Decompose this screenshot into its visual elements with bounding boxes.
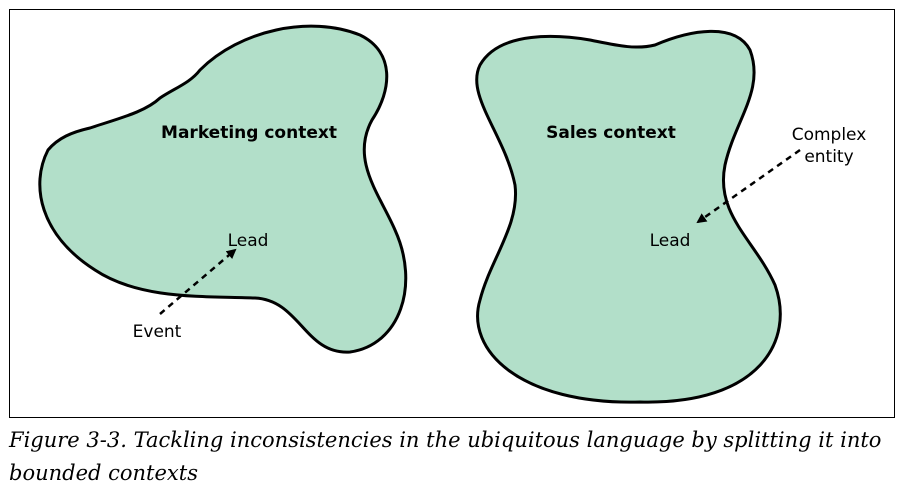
complex-entity-label-line2: entity <box>804 147 853 167</box>
complex-entity-to-lead-arrow <box>696 148 801 224</box>
sales-lead-label: Lead <box>650 231 691 251</box>
event-label: Event <box>133 322 182 342</box>
figure-caption: Figure 3-3. Tackling inconsistencies in … <box>9 428 882 485</box>
bounded-contexts-diagram: Marketing context Lead Event Sales conte… <box>9 9 895 418</box>
sales-context-blob <box>475 29 782 404</box>
complex-entity-label-line1: Complex <box>792 125 867 145</box>
sales-context-title: Sales context <box>546 123 676 143</box>
event-to-lead-arrow <box>159 248 237 315</box>
marketing-context-title: Marketing context <box>161 123 337 143</box>
marketing-lead-label: Lead <box>228 231 269 251</box>
marketing-context-blob <box>38 24 408 354</box>
figure-frame <box>9 9 895 418</box>
